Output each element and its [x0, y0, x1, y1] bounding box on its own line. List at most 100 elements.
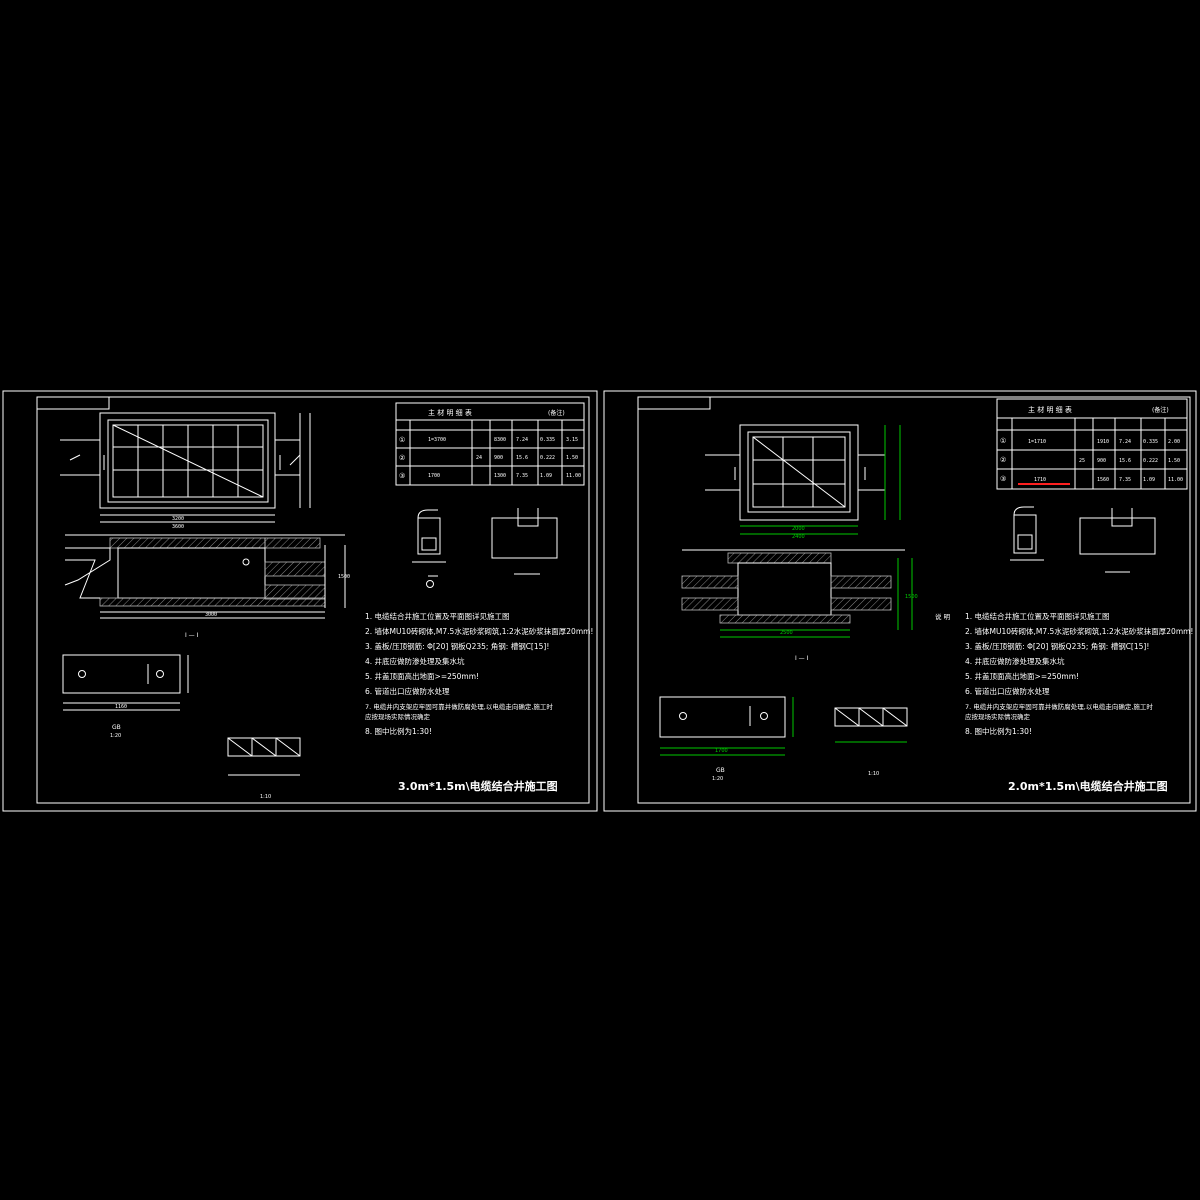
- sheet-1-cell-9: 1300: [494, 473, 506, 479]
- sheet-1-cell-2: 0.335: [540, 437, 555, 443]
- sheet-2-note-2: 2. 墙体MU10砖砌体,M7.5水泥砂浆砌筑,1:2水泥砂浆抹面厚20mm!: [965, 626, 1193, 636]
- sheet-1-bar-label-1: 1=3700: [428, 437, 446, 443]
- sheet-1-cell-1: 7.24: [516, 437, 528, 443]
- sheet-2-cell-7: 0.222: [1143, 458, 1158, 464]
- sheet-2-note-7: 7. 电缆井内支架应牢固可靠并做防腐处理,以电缆走向确定,施工时: [965, 702, 1153, 711]
- sheet-1-cell-10: 7.35: [516, 473, 528, 479]
- sheet-2-cell-2: 0.335: [1143, 439, 1158, 445]
- sheet-1-cell-11: 1.09: [540, 473, 552, 479]
- sheet-2-notes-head: 说 明: [935, 612, 951, 621]
- sheet-2-table-unit: (备注): [1152, 406, 1169, 414]
- sheet-2-cell-1: 7.24: [1119, 439, 1131, 445]
- sheet-2-table-title: 主 材 明 细 表: [1028, 405, 1072, 414]
- sheet-1-title: 3.0m*1.5m\电缆结合井施工图: [398, 779, 558, 793]
- sheet-2-cell-11: 1.09: [1143, 477, 1155, 483]
- sheet-1-slab-width: 1160: [115, 704, 127, 710]
- sheet-2-bar-label-2: 1710: [1034, 477, 1046, 483]
- sheet-2-cell-4: 25: [1079, 458, 1085, 464]
- sheet-2-cell-5: 900: [1097, 458, 1106, 464]
- sheet-2-section-label: I — I: [795, 655, 809, 662]
- sheet-2-cover-scale: 1:10: [868, 771, 879, 777]
- sheet-1-section-dim: 3000: [205, 612, 217, 618]
- sheet-1-bar-details: [412, 508, 558, 588]
- sheet-2-plan-dim-inner: 2000: [792, 526, 805, 532]
- sheet-1-cell-8: 1.50: [566, 455, 578, 461]
- sheet-2-cell-8: 1.50: [1168, 458, 1180, 464]
- sheet-2-row-3-mark: ③: [1000, 475, 1006, 483]
- sheet-1-note-5: 5. 井盖顶面高出地面>=250mm!: [365, 671, 479, 681]
- sheet-1-section-height: 1500: [338, 574, 350, 580]
- sheet-1-slab-scale: 1:20: [110, 733, 121, 739]
- sheet-2-row-2-mark: ②: [1000, 456, 1006, 464]
- sheet-1-note-7b: 应按现场实际情况确定: [365, 712, 431, 721]
- sheet-2-section-height: 1500: [905, 594, 918, 600]
- sheet-2-notes: 说 明 1. 电缆结合井施工位置及平面图详见施工图 2. 墙体MU10砖砌体,M…: [935, 611, 1193, 736]
- sheet-1: 3200 3600 3000 1500 I — I: [2, 390, 598, 812]
- sheet-2-title: 2.0m*1.5m\电缆结合井施工图: [1008, 779, 1168, 793]
- sheet-2-note-4: 4. 井底应做防渗处理及集水坑: [965, 656, 1065, 666]
- sheet-1-cell-6: 15.6: [516, 455, 528, 461]
- sheet-1-cell-0: 8300: [494, 437, 506, 443]
- sheet-2-cell-10: 7.35: [1119, 477, 1131, 483]
- sheet-1-table-unit: (备注): [548, 409, 565, 417]
- sheet-2-note-3: 3. 盖板/压顶钢筋: Φ[20] 钢板Q235; 角钢: 槽钢C[15]!: [965, 641, 1149, 651]
- sheet-2-cell-0: 1910: [1097, 439, 1109, 445]
- sheet-1-plan-dim-total: 3600: [172, 524, 184, 530]
- sheet-1-slab-label: GB: [112, 724, 121, 731]
- sheet-1-plan-view: 3200 3600: [60, 412, 311, 530]
- sheet-2-outer-frame: [603, 390, 1197, 812]
- sheet-2-note-1: 1. 电缆结合井施工位置及平面图详见施工图: [965, 611, 1110, 621]
- sheet-1-cover-detail: 1:10: [227, 737, 301, 800]
- sheet-2-slab-width: 1700: [715, 748, 728, 754]
- sheet-2-note-5: 5. 井盖顶面高出地面>=250mm!: [965, 671, 1079, 681]
- sheet-2-material-table: 主 材 明 细 表 (备注) ① ② ③ 1=1710 1710 1910 7.…: [996, 398, 1188, 490]
- sheet-1-slab-plan: 1160 GB 1:20: [62, 654, 189, 739]
- sheet-2-row-1-mark: ①: [1000, 437, 1006, 445]
- sheet-1-note-1: 1. 电缆结合井施工位置及平面图详见施工图: [365, 611, 510, 621]
- sheet-2-section-dim: 2500: [780, 630, 793, 636]
- sheet-2-note-8: 8. 图中比例为1:30!: [965, 726, 1032, 736]
- sheet-2-bar-label-1: 1=1710: [1028, 439, 1046, 445]
- sheet-1-cell-12: 11.00: [566, 473, 581, 479]
- sheet-1-row-2-mark: ②: [399, 454, 405, 462]
- sheet-1-note-8: 8. 图中比例为1:30!: [365, 726, 432, 736]
- sheet-2-cell-12: 11.00: [1168, 477, 1183, 483]
- sheet-1-note-3: 3. 盖板/压顶钢筋: Φ[20] 钢板Q235; 角钢: 槽钢C[15]!: [365, 641, 549, 651]
- sheet-1-note-7: 7. 电缆井内支架应牢固可靠并做防腐处理,以电缆走向确定,施工时: [365, 702, 553, 711]
- sheet-1-corner-tab: [36, 396, 110, 410]
- sheet-1-section-view: 3000 1500 I — I: [64, 534, 350, 639]
- sheet-2-note-6: 6. 管道出口应做防水处理: [965, 686, 1050, 696]
- sheet-1-row-3-mark: ③: [399, 472, 405, 480]
- sheet-1-plan-dim-inner: 3200: [172, 516, 184, 522]
- sheet-2-cover-detail: 1:10: [834, 707, 908, 777]
- sheet-1-material-table: 主 材 明 细 表 (备注) ① ② ③ 1=3700 1700 8300 7.…: [395, 402, 585, 486]
- sheet-1-section-label: I — I: [185, 632, 199, 639]
- sheet-1-outer-frame: [2, 390, 598, 812]
- sheet-1-cover-scale: 1:10: [260, 794, 271, 800]
- sheet-1-table-title: 主 材 明 细 表: [428, 408, 472, 417]
- sheet-1-cell-4: 24: [476, 455, 482, 461]
- sheet-2-slab-label: GB: [716, 767, 725, 774]
- sheet-2-note-7b: 应按现场实际情况确定: [965, 712, 1031, 721]
- sheet-2-section-view: 2500 1500 I — I: [681, 549, 918, 662]
- sheet-2-plan-dim-total: 2400: [792, 534, 805, 540]
- sheet-1-note-2: 2. 墙体MU10砖砌体,M7.5水泥砂浆砌筑,1:2水泥砂浆抹面厚20mm!: [365, 626, 593, 636]
- sheet-2: 2000 2400 2500 1500 I — I: [603, 390, 1197, 812]
- sheet-2-slab-plan: 1700 GB 1:20: [659, 696, 794, 782]
- sheet-2-bar-details: [1010, 506, 1156, 573]
- sheet-1-note-4: 4. 井底应做防渗处理及集水坑: [365, 656, 465, 666]
- sheet-1-bar-label-2: 1700: [428, 473, 440, 479]
- sheet-2-slab-scale: 1:20: [712, 776, 723, 782]
- sheet-2-cell-9: 1560: [1097, 477, 1109, 483]
- sheet-1-cell-3: 3.15: [566, 437, 578, 443]
- sheet-1-cell-5: 900: [494, 455, 503, 461]
- sheet-2-cell-6: 15.6: [1119, 458, 1131, 464]
- sheet-1-row-1-mark: ①: [399, 436, 405, 444]
- sheet-1-note-6: 6. 管道出口应做防水处理: [365, 686, 450, 696]
- sheet-2-corner-tab: [637, 396, 711, 410]
- sheet-2-cell-3: 2.00: [1168, 439, 1180, 445]
- sheet-2-plan-view: 2000 2400: [705, 424, 901, 540]
- sheet-1-inner-frame: [36, 396, 590, 804]
- sheet-2-inner-frame: [637, 396, 1191, 804]
